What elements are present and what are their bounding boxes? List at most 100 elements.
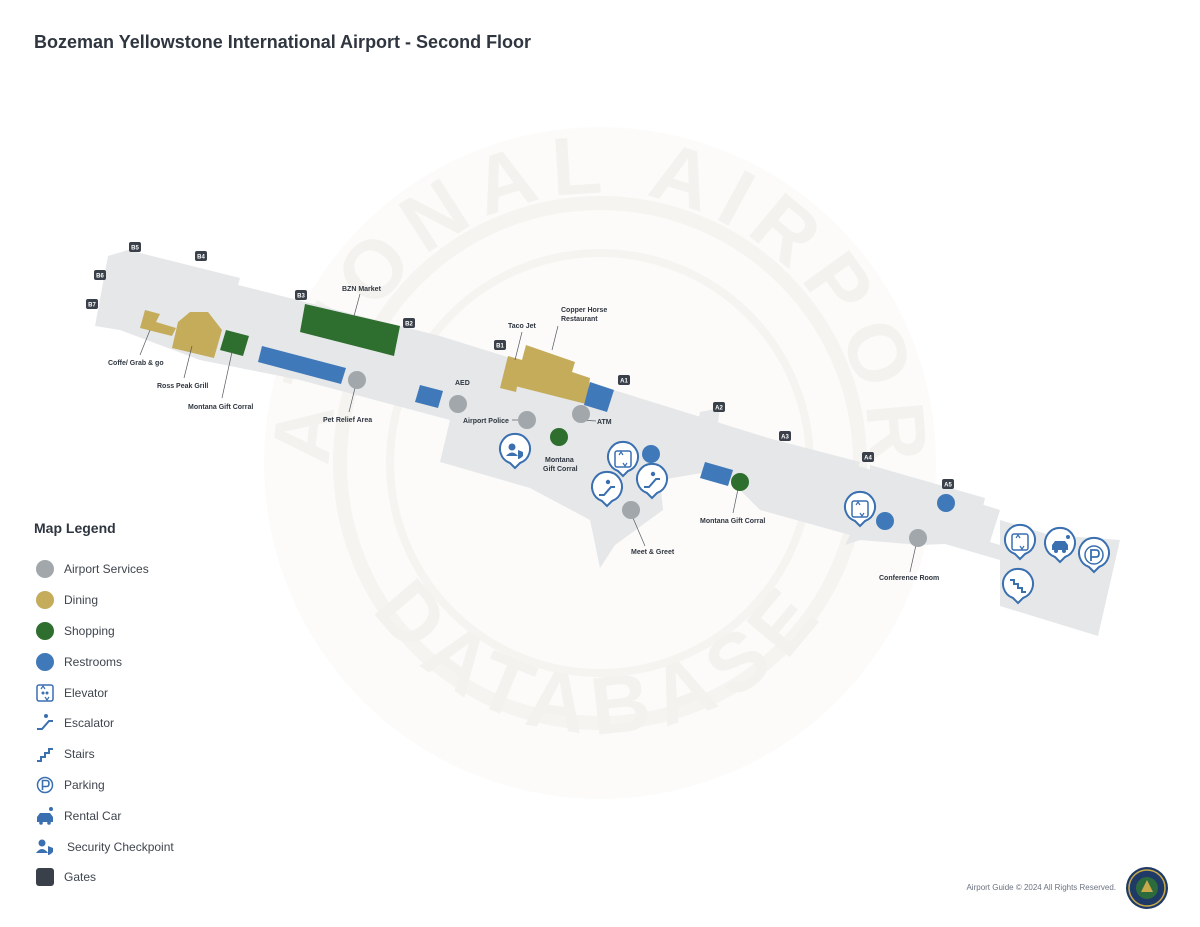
dining-dot [36,591,54,610]
parking-pin[interactable] [1078,536,1110,574]
terminal-floor [95,250,1120,636]
meet-greet-dot[interactable] [622,501,640,519]
svg-text:B7: B7 [88,303,96,309]
restroom-dot-a4[interactable] [876,512,894,530]
escalator-icon [34,714,56,732]
label-coffe-grab-go: Coffe/ Grab & go [108,360,164,367]
legend-item-shopping: Shopping [34,616,274,647]
atm-dot[interactable] [572,405,590,423]
shopping-areas [220,304,400,356]
shopping-dot [36,621,54,640]
montana-gift-corral-west-area [220,330,249,356]
pet-relief-area-dot[interactable] [348,371,366,389]
svg-text:B1: B1 [496,344,504,350]
page-title: Bozeman Yellowstone International Airpor… [34,32,532,52]
label-montana-gift-corral-west: Montana Gift Corral [188,404,253,411]
gate-b4[interactable]: B4 [195,251,207,261]
elevator-pin-a4[interactable] [844,490,876,528]
svg-text:A4: A4 [864,456,872,462]
svg-text:B2: B2 [405,322,413,328]
restroom-dot-center[interactable] [642,445,660,463]
map-pins [499,432,1110,605]
gate-b1[interactable]: B1 [494,340,506,350]
dining-areas [140,310,590,404]
copyright-footer: Airport Guide © 2024 All Rights Reserved… [966,883,1116,892]
gate-a1[interactable]: A1 [618,375,630,385]
parking-icon [34,776,56,794]
montana-gift-corral-center-dot[interactable] [550,428,568,446]
ross-peak-grill-area [172,312,222,358]
montana-gift-corral-east-dot[interactable] [731,473,749,491]
label-copper-horse-line2: Restaurant [561,316,598,323]
gate-b6[interactable]: B6 [94,270,106,280]
rental-car-pin[interactable] [1044,526,1076,564]
coffe-grab-go-area [140,310,176,336]
restroom-block-a1 [584,382,614,412]
label-ross-peak-grill: Ross Peak Grill [157,383,208,390]
bzn-market-area [300,304,400,356]
copper-horse-restaurant-area [515,345,590,404]
security-checkpoint-icon [34,838,56,856]
restroom-block-west [258,346,346,384]
legend-item-rental-car: Rental Car [34,800,274,831]
elevator-icon [34,683,56,702]
restroom-block-east [700,462,733,486]
restroom-block-aed [415,385,443,408]
restroom-blocks [258,346,733,486]
legend-item-gates: Gates [34,862,274,893]
legend-item-restrooms: Restrooms [34,646,274,677]
label-bzn-market: BZN Market [342,286,382,293]
elevator-pin-east[interactable] [1004,523,1036,561]
label-pet-relief-area: Pet Relief Area [323,417,372,424]
label-atm: ATM [597,419,612,426]
aed-dot[interactable] [449,395,467,413]
security-checkpoint-pin[interactable] [499,432,531,470]
legend-item-escalator: Escalator [34,708,274,739]
leader-lines [139,293,917,573]
stairs-pin[interactable] [1002,567,1034,605]
shopping-points [550,428,749,491]
airport-services-dot [36,560,54,579]
svg-text:A2: A2 [715,406,723,412]
gate-b5[interactable]: B5 [129,242,141,252]
gate-a2[interactable]: A2 [713,402,725,412]
gate-square [36,868,54,887]
airport-service-points [348,371,927,547]
gate-a3[interactable]: A3 [779,431,791,441]
legend-item-airport-services: Airport Services [34,554,274,585]
escalator-pin-upper[interactable] [636,462,668,500]
label-aed: AED [455,380,470,387]
map-legend: Map Legend Airport Services Dining Shopp… [34,520,274,893]
svg-text:A5: A5 [944,483,952,489]
svg-text:B3: B3 [297,294,305,300]
gate-b7[interactable]: B7 [86,299,98,309]
gate-b3[interactable]: B3 [295,290,307,300]
airport-police-dot[interactable] [518,411,536,429]
stairs-icon [34,745,56,763]
legend-title: Map Legend [34,520,116,536]
national-airport-database-logo [1126,867,1168,909]
restroom-dot-a5[interactable] [937,494,955,512]
label-copper-horse-line1: Copper Horse [561,307,607,314]
legend-item-elevator: Elevator [34,677,274,708]
legend-item-parking: Parking [34,770,274,801]
gate-badges: B5 B4 B6 B7 B3 B2 B1 A1 A2 A3 A4 A5 [86,242,954,489]
rental-car-icon [34,806,56,825]
escalator-pin-lower[interactable] [591,470,623,508]
elevator-pin-center[interactable] [607,440,639,478]
svg-text:A1: A1 [620,379,628,385]
svg-text:B6: B6 [96,274,104,280]
gate-b2[interactable]: B2 [403,318,415,328]
restroom-points [642,445,955,530]
gate-a5[interactable]: A5 [942,479,954,489]
conference-room-dot[interactable] [909,529,927,547]
legend-item-dining: Dining [34,585,274,616]
gate-a4[interactable]: A4 [862,452,874,462]
svg-text:A3: A3 [781,435,789,441]
label-airport-police: Airport Police [463,418,509,425]
restrooms-dot [36,652,54,671]
svg-text:B4: B4 [197,255,205,261]
place-labels: Coffe/ Grab & go Ross Peak Grill Montana… [108,286,939,582]
label-conference-room: Conference Room [879,575,939,582]
label-meet-greet: Meet & Greet [631,549,675,556]
